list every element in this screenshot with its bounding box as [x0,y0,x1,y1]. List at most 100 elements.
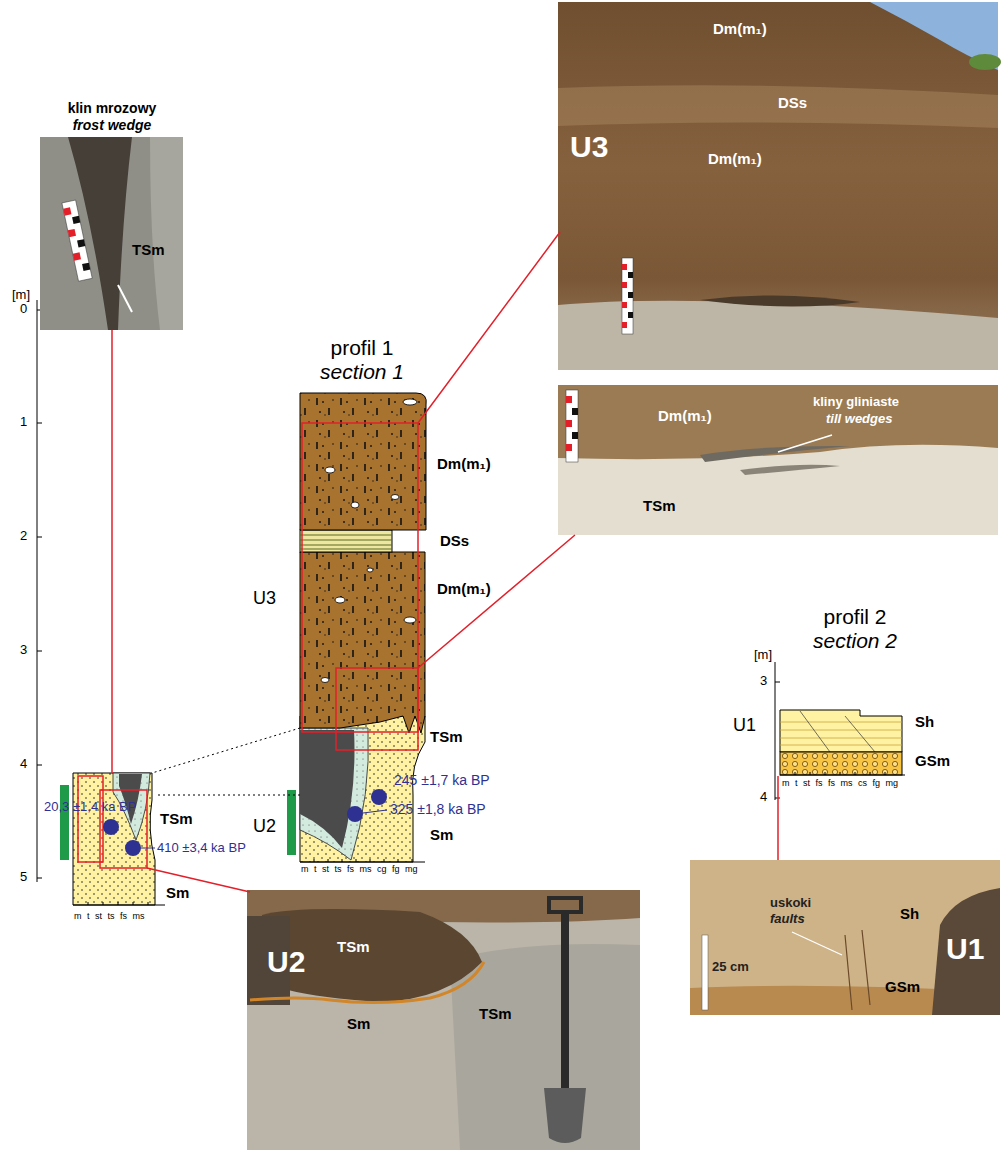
facies-code: Sh [900,905,919,922]
photo-frost-wedge [73,252,81,260]
axis-unit: [m] [12,288,30,303]
frost-wedge-column [103,819,119,835]
section-1-column [403,399,417,405]
grain-scale: m t st fs fs ms cs fg mg [782,778,898,788]
section-1-column [371,789,387,805]
photo-panel: U2TSmSmTSm [247,890,640,1150]
tick-label: 2 [20,529,27,544]
section-1-column [321,399,417,683]
section-2-column [780,772,905,775]
section-1-column [391,495,399,500]
photo-till-wedges [572,408,578,415]
photo-u3 [628,312,633,318]
facies-code: Dm(m₁) [437,455,491,472]
section-1-column [302,423,418,732]
photo-panel: Dm(m₁)DSsDm(m₁)U3 [558,2,998,370]
photo-u1 [690,860,1000,1015]
photo-u1 [702,935,708,1010]
photo-panel: uskokifaultsShU1GSm25 cm [690,860,1000,1015]
photo-u3 [700,295,860,306]
section-1-column [300,393,426,530]
photo-u3 [622,322,627,328]
grain-scale: m t st ts fs ms cg fg mg [301,864,418,874]
section-1-column [300,859,425,862]
photo-u3 [969,54,1001,70]
photo-till-wedges [566,420,572,427]
section-1-column [367,568,373,572]
tick-label: 3 [760,674,767,689]
photo-till-wedges [566,444,572,451]
section-1-column [300,728,368,860]
photo-frost-wedge [82,263,90,271]
section-1-column [347,806,363,822]
photo-u2 [262,909,482,1002]
annotation: uskoki [770,896,811,911]
scale-label: 25 cm [712,960,749,975]
photo-frost-wedge [63,207,71,215]
photo-panel: klin mrozowyfrost wedgeTSm [40,137,183,330]
age-label: 325 ±1,8 ka BP [390,801,486,817]
tick-label: 0 [20,302,27,317]
photo-u2 [549,898,581,912]
unit-label: U1 [733,715,756,736]
facies-code: Sm [166,884,189,901]
photo-u1 [932,888,1000,1015]
facies-code: GSm [885,978,920,995]
frost-wedge-column [141,848,155,849]
photo-u3 [628,272,633,278]
photo-u3 [622,282,627,288]
age-label: 20,3 ±1,4 ka BP [44,800,136,815]
unit-label: U2 [267,945,305,980]
photo-u2 [450,944,640,1150]
facies-code: TSm [479,1005,512,1022]
section-1-column [300,552,425,733]
photo-frost-wedge [40,137,183,330]
photo-till-wedges [566,390,578,462]
photo-frost-wedge [150,137,183,330]
section-2-column [800,711,875,752]
facies-code: TSm [643,497,676,514]
photo-till-wedges [700,446,850,462]
photo-title: frost wedge [73,117,152,133]
section-2-column [780,722,902,745]
facies-code: Dm(m₁) [437,580,491,597]
depth-axis [37,300,42,882]
photo-till-wedges [558,385,998,535]
section-1-column [363,810,387,813]
tick-label: 5 [20,870,27,885]
photo-u1 [845,930,870,1010]
annotation: kliny gliniaste [813,395,899,410]
photo-frost-wedge [77,239,85,247]
axis-unit: [m] [754,648,772,663]
frost-wedge-column [73,773,155,905]
photo-frost-wedge [118,285,132,312]
correlation-lines [112,232,778,892]
section-1-column [404,617,416,623]
photo-u3 [622,264,627,270]
facies-code: Sm [430,826,453,843]
tick-label: 3 [20,643,27,658]
unit-label: U1 [946,932,984,967]
photo-frost-wedge [62,200,92,281]
photo-u3 [628,292,633,298]
age-label: 245 ±1,7 ka BP [394,772,490,788]
facies-code: TSm [430,728,463,745]
photo-till-wedges [558,385,998,535]
photo-frost-wedge [72,216,80,224]
photo-u3 [558,2,998,370]
section-1-column [287,790,296,855]
facies-code: Sm [347,1015,370,1032]
facies-code: Dm(m₁) [713,20,767,37]
section-1-column [300,730,355,848]
facies-code: Sh [915,713,934,730]
frost-wedge-column [73,902,165,905]
tick-label: 4 [760,790,767,805]
photo-panel: Dm(m₁)kliny gliniastetill wedgesTSm [558,385,998,535]
correlation-lines [152,728,300,795]
photo-u3 [558,85,998,128]
photo-u3 [558,2,1001,370]
photo-u2 [247,890,640,1150]
photo-u1 [690,860,1000,1015]
photo-u3 [622,258,633,334]
